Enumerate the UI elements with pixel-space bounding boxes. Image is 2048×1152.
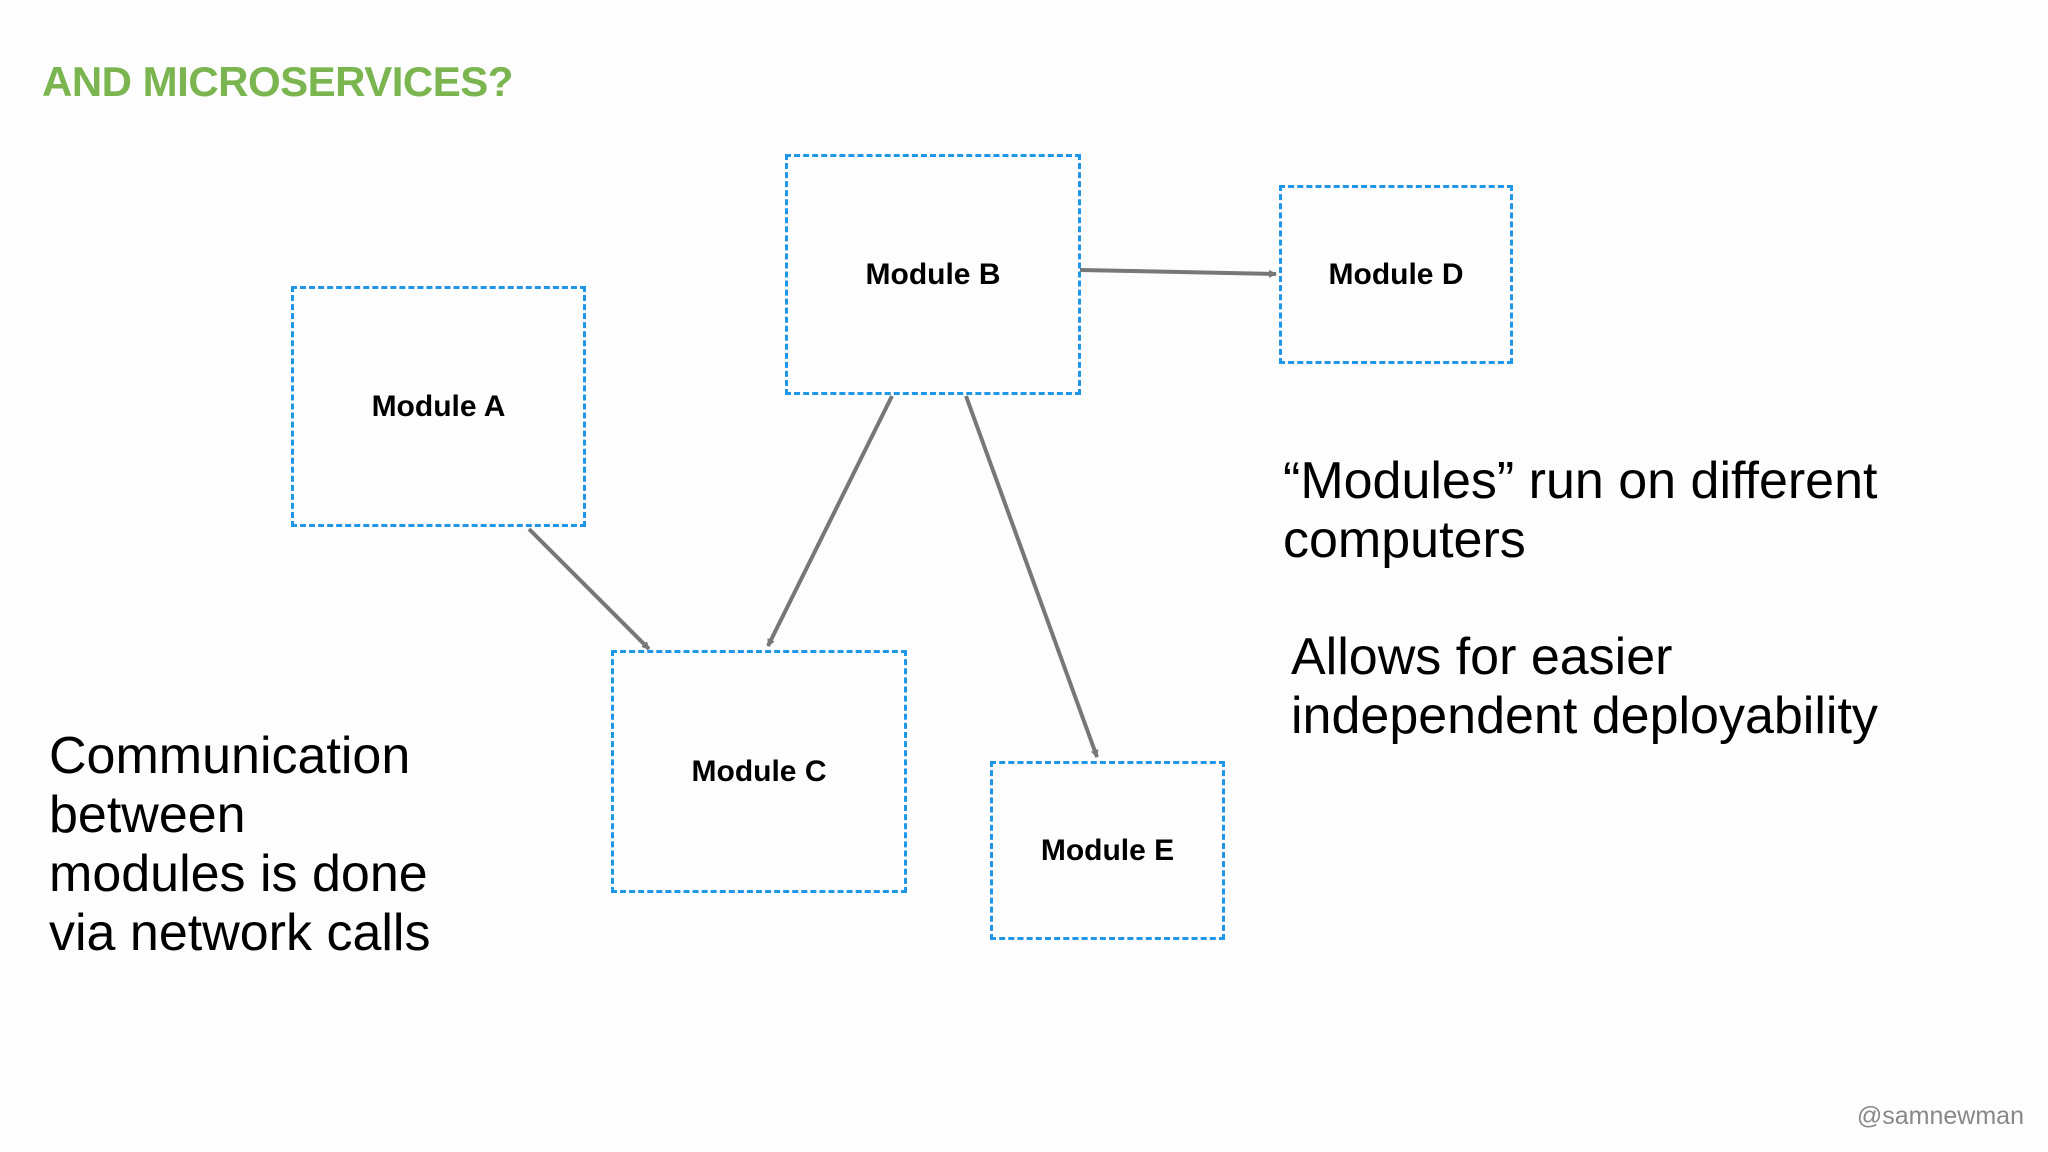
text-line: modules is done	[49, 845, 428, 903]
slide-title: AND MICROSERVICES?	[42, 58, 513, 105]
text-line: independent deployability	[1291, 687, 1878, 745]
text-line: “Modules” run on different	[1283, 452, 1878, 510]
module-c-label: Module C	[691, 754, 827, 788]
module-d-box: Module D	[1279, 185, 1513, 364]
text-line: Allows for easier	[1291, 628, 1673, 686]
deployability-note: Allows for easier independent deployabil…	[1291, 628, 1878, 746]
text-line: via network calls	[49, 904, 431, 962]
module-d-label: Module D	[1328, 257, 1464, 291]
text-line: Communication	[49, 727, 411, 785]
communication-note: Communication between modules is done vi…	[49, 727, 430, 963]
modules-computers-note: “Modules” run on different computers	[1283, 452, 1877, 570]
arrow-a-to-c	[527, 527, 651, 651]
module-c-box: Module C	[611, 650, 907, 893]
module-b-box: Module B	[785, 154, 1081, 395]
arrow-b-to-c	[766, 395, 894, 647]
module-e-label: Module E	[1040, 833, 1175, 867]
module-a-label: Module A	[371, 389, 506, 423]
text-line: between	[49, 786, 246, 844]
module-a-box: Module A	[291, 286, 586, 527]
arrow-b-to-d	[1079, 268, 1277, 278]
arrow-b-to-e	[964, 395, 1099, 758]
module-b-label: Module B	[865, 257, 1001, 291]
author-watermark: @samnewman	[1856, 1102, 2024, 1130]
text-line: computers	[1283, 511, 1526, 569]
module-e-box: Module E	[990, 761, 1225, 940]
